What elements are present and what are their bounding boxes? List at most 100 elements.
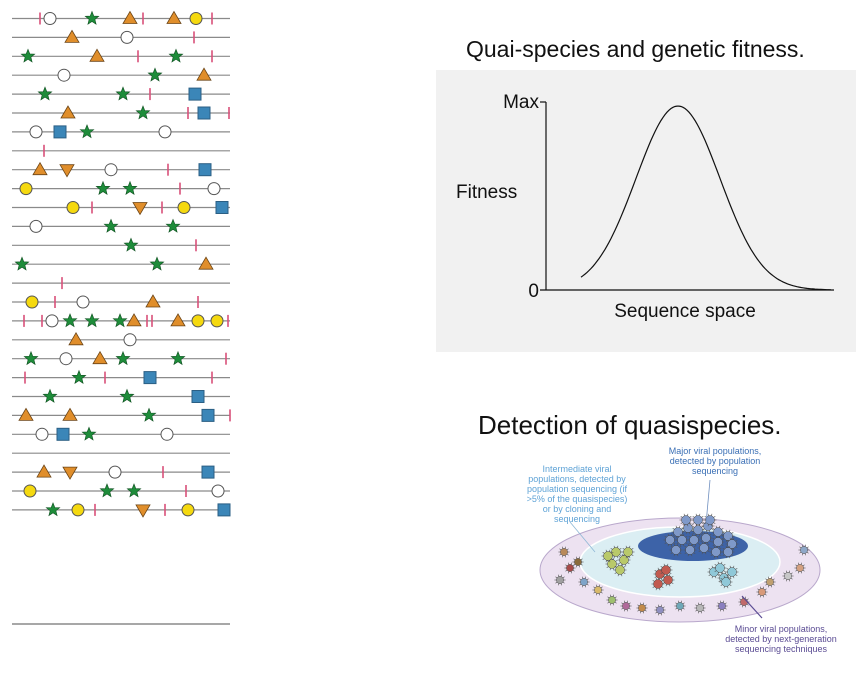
star-marker <box>165 218 181 233</box>
triangle-marker <box>198 256 214 270</box>
virion-body <box>676 602 684 610</box>
virion-body <box>656 606 664 614</box>
star-marker <box>135 105 151 120</box>
virion-body <box>560 548 568 556</box>
white-circle-marker <box>43 12 57 25</box>
square-marker <box>201 408 215 422</box>
star-marker <box>99 483 115 498</box>
virion-body <box>580 578 588 586</box>
triangle-marker <box>170 313 186 327</box>
square-marker <box>215 201 229 214</box>
virion <box>659 563 673 577</box>
triangle-marker <box>64 29 80 43</box>
virion-body <box>608 596 616 604</box>
white-circle-marker <box>35 427 49 441</box>
quasispecies-figure: Major viral populations, detected by pop… <box>500 440 856 682</box>
virion-body <box>566 564 574 572</box>
virion <box>621 545 635 559</box>
virion-body <box>661 565 671 575</box>
white-circle-marker <box>207 182 221 196</box>
virion <box>716 600 728 612</box>
virion-body <box>701 533 711 543</box>
white-circle-marker <box>29 125 43 139</box>
virion <box>711 525 725 539</box>
virion-body <box>663 575 673 585</box>
triangle-marker <box>60 105 76 119</box>
triangle-marker <box>89 48 105 62</box>
yellow-circle-marker <box>189 12 203 25</box>
star-marker <box>122 180 138 195</box>
square-marker <box>191 390 205 403</box>
virion <box>694 602 706 614</box>
virion <box>756 586 768 598</box>
star-marker <box>123 237 139 252</box>
virion <box>764 576 776 588</box>
star-marker <box>71 369 87 384</box>
virion-body <box>723 531 733 541</box>
virion <box>683 543 697 557</box>
star-marker <box>23 350 39 366</box>
y-zero-label: 0 <box>528 281 539 302</box>
virion <box>798 544 810 556</box>
virion <box>687 533 701 547</box>
virion-body <box>727 539 737 549</box>
fitness-chart-svg: Max Fitness 0 Sequence space <box>456 92 834 322</box>
square-marker <box>201 465 215 479</box>
virion-body <box>607 559 617 569</box>
virion-body <box>677 535 687 545</box>
virion <box>675 533 689 547</box>
star-marker <box>115 86 131 101</box>
virion <box>592 584 604 596</box>
virion <box>613 563 627 577</box>
square-marker <box>217 503 231 517</box>
virion <box>721 545 735 559</box>
virion-body <box>556 576 564 584</box>
virion-body <box>693 515 703 525</box>
yellow-circle-marker <box>71 503 85 517</box>
virion <box>782 570 794 582</box>
triangle-marker <box>126 313 142 327</box>
virion-body <box>653 579 663 589</box>
virion-body <box>784 572 792 580</box>
yellow-circle-marker <box>181 503 195 517</box>
virion-body <box>715 563 725 573</box>
major-pointer <box>705 479 711 525</box>
virion <box>661 573 675 587</box>
virion <box>669 543 683 557</box>
virion <box>601 549 615 563</box>
white-circle-marker <box>158 125 172 139</box>
virion-body <box>574 558 582 566</box>
triangle-marker <box>62 407 78 421</box>
quasispecies-graphic <box>539 479 821 623</box>
triangle-marker <box>196 67 212 81</box>
star-marker <box>95 180 111 195</box>
virion-body <box>800 546 808 554</box>
star-marker <box>14 256 30 271</box>
star-marker <box>147 67 163 82</box>
white-circle-marker <box>45 314 59 328</box>
square-marker <box>143 371 157 385</box>
minor-pointer <box>741 595 763 619</box>
virion-body <box>689 535 699 545</box>
virion <box>554 574 566 586</box>
virion <box>713 561 727 575</box>
virion <box>636 602 648 614</box>
white-circle-marker <box>57 68 71 82</box>
inverted-triangle-marker <box>132 202 148 216</box>
star-marker <box>84 313 100 328</box>
fitness-chart: Max Fitness 0 Sequence space <box>436 70 856 352</box>
square-marker <box>198 163 212 177</box>
white-circle-marker <box>120 30 134 44</box>
white-circle-marker <box>76 295 90 309</box>
intermediate-label: Intermediate viral populations, detected… <box>526 464 628 524</box>
square-marker <box>53 125 67 139</box>
star-marker <box>81 426 97 441</box>
star-marker <box>115 350 131 366</box>
star-marker <box>112 313 128 328</box>
star-marker <box>126 483 142 498</box>
virion <box>719 575 733 589</box>
virion-body <box>713 537 723 547</box>
virion <box>572 556 584 568</box>
star-marker <box>37 86 53 101</box>
virion-body <box>611 547 621 557</box>
